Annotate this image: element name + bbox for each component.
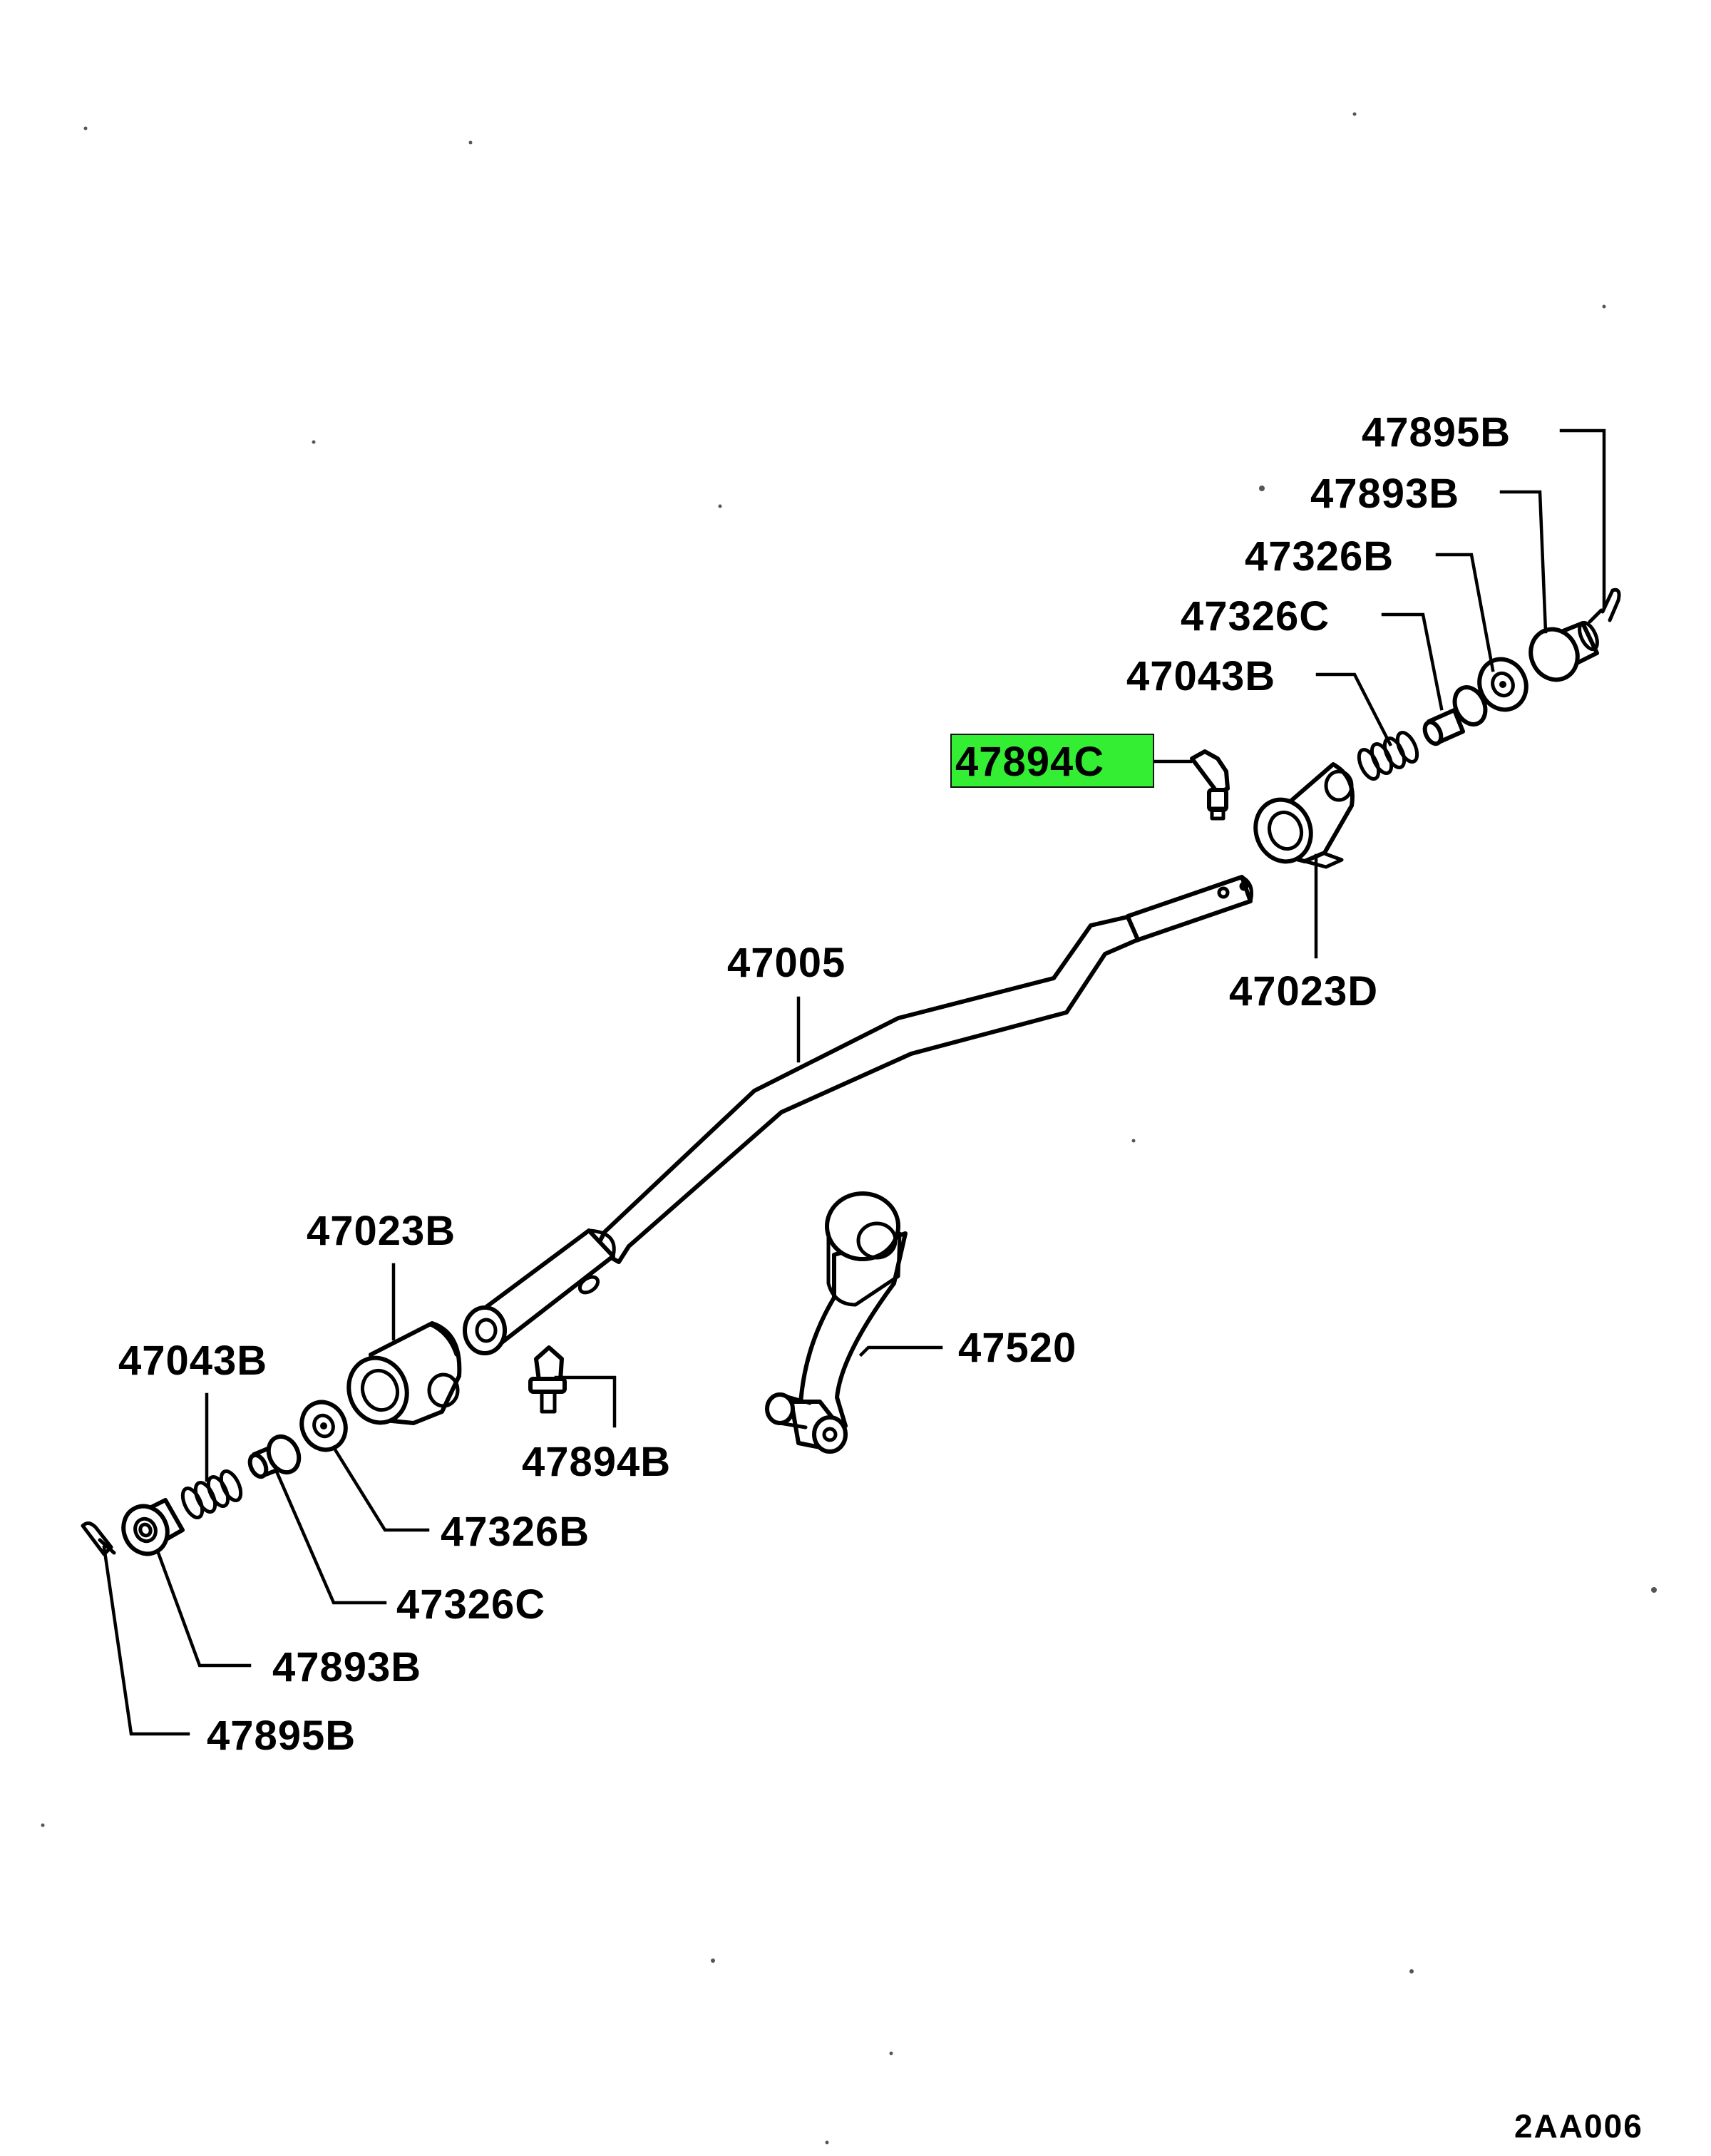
leader-lines [102, 428, 1606, 1736]
plug-47893B-left[interactable] [115, 1498, 185, 1561]
highlight-box-47894C [950, 734, 1154, 788]
ball-seat-47326C-left[interactable] [247, 1432, 304, 1479]
callout-left-47893B[interactable]: 47893B [272, 1644, 421, 1690]
callout-top-47895B[interactable]: 47895B [1362, 409, 1511, 456]
leader-left-47326B [331, 1444, 430, 1532]
diagram-code: 2AA006 [1514, 2108, 1643, 2145]
leader-top-47893B [1499, 490, 1548, 634]
leader-arm-47520 [858, 1345, 943, 1357]
callout-top-47893B[interactable]: 47893B [1310, 471, 1459, 517]
callout-top-47043B[interactable]: 47043B [1126, 653, 1275, 699]
leader-top-47326C [1381, 612, 1444, 711]
leader-top-47895B [1559, 428, 1606, 610]
callout-left-47894B[interactable]: 47894B [522, 1439, 671, 1485]
ball-seat-47326C-right[interactable] [1422, 682, 1491, 746]
leader-top-47326B [1435, 553, 1495, 672]
leader-left-47326C [274, 1469, 387, 1605]
callout-left-47326B[interactable]: 47326B [441, 1509, 590, 1555]
plug-47893B-right[interactable] [1523, 620, 1601, 688]
callout-left-47326C[interactable]: 47326C [396, 1581, 545, 1628]
leader-left-47895B [102, 1545, 190, 1736]
callout-top-47326C[interactable]: 47326C [1181, 593, 1330, 640]
socket-47023B[interactable] [340, 1321, 462, 1431]
callout-top-47023D[interactable]: 47023D [1229, 968, 1378, 1015]
callout-top-47326B[interactable]: 47326B [1245, 533, 1394, 580]
callout-left-47895B[interactable]: 47895B [207, 1713, 356, 1759]
callout-arm-47520[interactable]: 47520 [958, 1325, 1077, 1371]
leader-left-47894B [554, 1375, 617, 1428]
idler-arm-47520[interactable] [765, 1191, 908, 1454]
callout-rod-47005[interactable]: 47005 [727, 940, 846, 986]
cotter-pin-47895B-left[interactable] [81, 1521, 116, 1556]
socket-47023D[interactable] [1247, 762, 1355, 869]
callout-top-47894C[interactable]: 47894C [955, 739, 1104, 785]
grease-fitting-47894C[interactable] [1190, 749, 1230, 821]
rod-47005[interactable] [463, 875, 1253, 1355]
leader-left-47893B [156, 1551, 252, 1668]
cotter-pin-47895B-right[interactable] [1588, 587, 1621, 624]
ball-stud-47326B-right[interactable] [1471, 652, 1534, 717]
spring-47043B-left[interactable] [179, 1468, 245, 1520]
leader-top-47043B [1315, 672, 1393, 747]
grease-fitting-47894B[interactable] [528, 1345, 567, 1414]
ball-stud-47326B-left[interactable] [294, 1395, 353, 1457]
callout-left-47023B[interactable]: 47023B [307, 1208, 456, 1254]
spring-47043B-right[interactable] [1355, 729, 1422, 781]
callout-left-47043B[interactable]: 47043B [118, 1338, 267, 1384]
